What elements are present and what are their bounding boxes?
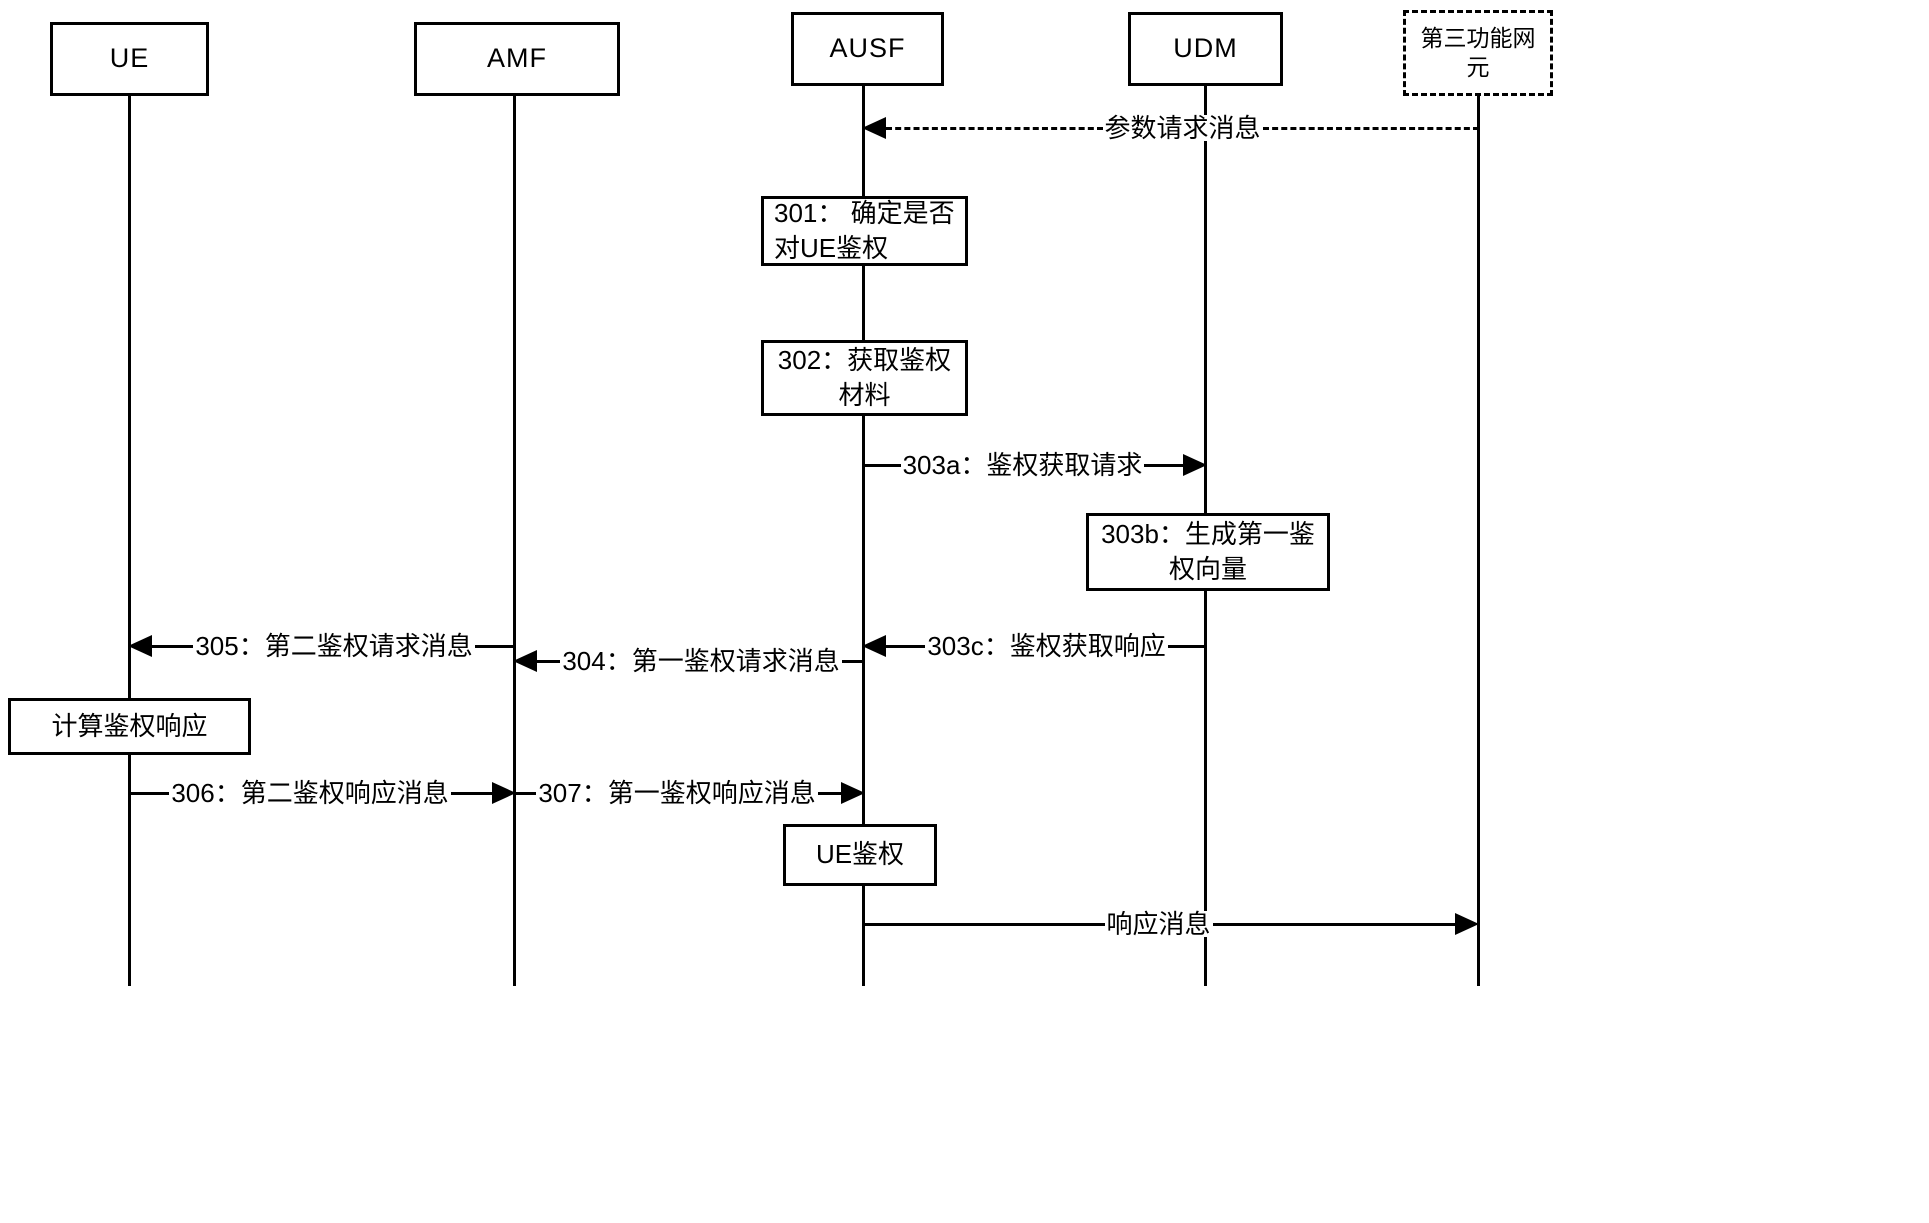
message-line bbox=[817, 791, 842, 795]
message-306-second-authentication-response[interactable]: 306：第二鉴权响应消息 bbox=[128, 771, 517, 815]
actor-label-third: 第三功能网元 bbox=[1420, 25, 1536, 80]
arrowhead-right-icon bbox=[1183, 454, 1207, 476]
lifeline-amf bbox=[513, 96, 516, 986]
lifeline-ue bbox=[128, 96, 131, 986]
arrowhead-right-icon bbox=[841, 782, 866, 804]
message-line bbox=[128, 791, 170, 795]
message-label-parameter-request: 参数请求消息 bbox=[1102, 113, 1263, 143]
message-line bbox=[886, 644, 926, 648]
lifeline-ausf bbox=[862, 86, 865, 986]
note-303b-generate-first-authentication-vector[interactable]: 303b：生成第一鉴 权向量 bbox=[1086, 513, 1330, 591]
message-label-304: 304：第一鉴权请求消息 bbox=[560, 646, 842, 676]
actor-label-ue: UE bbox=[109, 43, 150, 74]
message-line bbox=[1262, 126, 1480, 130]
note-302-obtain-authentication-material[interactable]: 302：获取鉴权 材料 bbox=[761, 340, 968, 416]
arrowhead-right-icon bbox=[1455, 913, 1480, 935]
message-line bbox=[862, 463, 901, 467]
message-line bbox=[1212, 922, 1456, 926]
message-307-first-authentication-response[interactable]: 307：第一鉴权响应消息 bbox=[513, 771, 866, 815]
message-parameter-request[interactable]: 参数请求消息 bbox=[862, 106, 1480, 150]
message-305-second-authentication-request[interactable]: 305：第二鉴权请求消息 bbox=[128, 624, 517, 668]
message-line bbox=[841, 659, 866, 663]
note-301-line2: 对UE鉴权 bbox=[774, 233, 889, 263]
message-label-303a: 303a：鉴权获取请求 bbox=[900, 450, 1145, 480]
message-304-first-authentication-request[interactable]: 304：第一鉴权请求消息 bbox=[513, 639, 866, 683]
note-302-line1: 302：获取鉴权 bbox=[777, 344, 952, 375]
message-line bbox=[152, 644, 194, 648]
actor-label-ausf: AUSF bbox=[829, 33, 906, 64]
message-line bbox=[474, 644, 517, 648]
note-calculate-authentication-response[interactable]: 计算鉴权响应 bbox=[8, 698, 251, 755]
note-303b-line2: 权向量 bbox=[1168, 554, 1247, 584]
arrowhead-right-icon bbox=[492, 782, 517, 804]
actor-label-amf: AMF bbox=[487, 43, 547, 74]
message-label-303c: 303c：鉴权获取响应 bbox=[925, 631, 1168, 661]
message-response[interactable]: 响应消息 bbox=[862, 902, 1480, 946]
message-label-response: 响应消息 bbox=[1104, 909, 1213, 939]
message-line bbox=[862, 922, 1105, 926]
message-label-307: 307：第一鉴权响应消息 bbox=[536, 778, 818, 808]
note-ue-authentication[interactable]: UE鉴权 bbox=[783, 824, 937, 886]
message-line bbox=[1167, 644, 1208, 648]
actor-box-third-function-network-element[interactable]: 第三功能网元 bbox=[1403, 10, 1553, 96]
message-303a-authentication-get-request[interactable]: 303a：鉴权获取请求 bbox=[862, 443, 1207, 487]
message-line bbox=[450, 791, 493, 795]
actor-label-udm: UDM bbox=[1173, 33, 1238, 64]
message-label-306: 306：第二鉴权响应消息 bbox=[169, 778, 451, 808]
arrowhead-left-icon bbox=[862, 635, 886, 657]
note-calc-line1: 计算鉴权响应 bbox=[51, 710, 208, 741]
note-301-determine-whether-to-authenticate-ue[interactable]: 301： 确定是否 对UE鉴权 bbox=[761, 196, 968, 266]
message-label-305: 305：第二鉴权请求消息 bbox=[193, 631, 475, 661]
message-line bbox=[1144, 463, 1183, 467]
note-302-line2: 材料 bbox=[838, 380, 891, 410]
message-line bbox=[886, 126, 1103, 130]
note-ue-auth-line1: UE鉴权 bbox=[815, 839, 905, 870]
note-303b-line1: 303b：生成第一鉴 bbox=[1101, 518, 1315, 549]
actor-box-udm[interactable]: UDM bbox=[1128, 12, 1283, 86]
actor-box-amf[interactable]: AMF bbox=[414, 22, 620, 96]
actor-box-ue[interactable]: UE bbox=[50, 22, 209, 96]
actor-box-ausf[interactable]: AUSF bbox=[791, 12, 944, 86]
arrowhead-left-icon bbox=[128, 635, 152, 657]
message-line bbox=[513, 791, 537, 795]
note-301-line1: 301： 确定是否 bbox=[774, 197, 955, 228]
arrowhead-left-icon bbox=[862, 117, 886, 139]
lifeline-third bbox=[1477, 96, 1480, 986]
arrowhead-left-icon bbox=[513, 650, 537, 672]
message-line bbox=[537, 659, 561, 663]
message-303c-authentication-get-response[interactable]: 303c：鉴权获取响应 bbox=[862, 624, 1208, 668]
